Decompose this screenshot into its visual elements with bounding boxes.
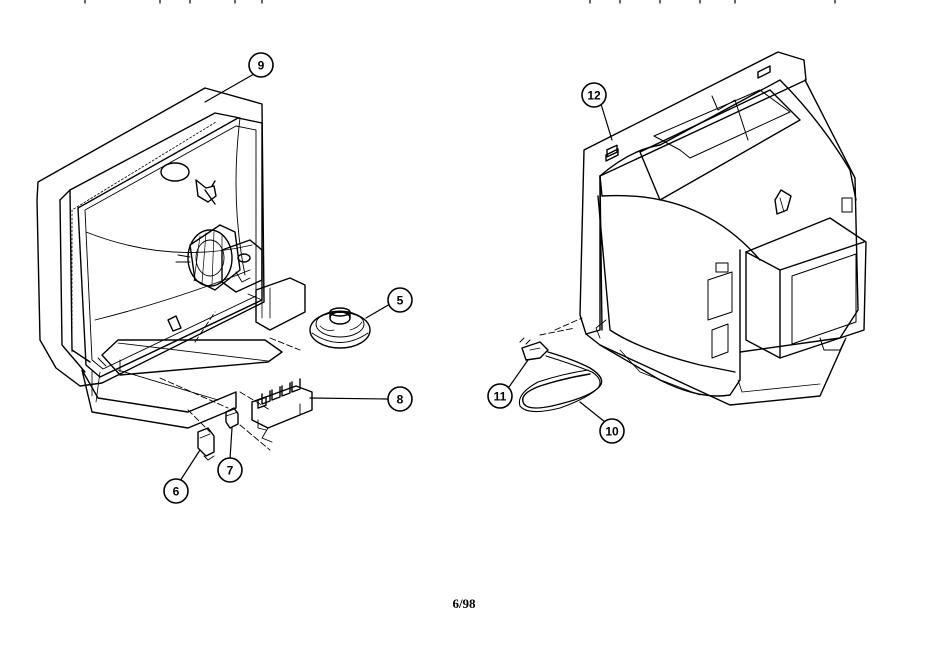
- front-cabinet: [37, 88, 305, 450]
- callout-10: 10: [600, 419, 624, 443]
- callout-label-8: 8: [397, 393, 404, 407]
- callout-5: 5: [388, 288, 412, 312]
- callout-label-5: 5: [397, 294, 404, 308]
- power-cord: [519, 338, 601, 412]
- callout-leaders: [180, 74, 612, 481]
- callout-label-7: 7: [227, 464, 234, 478]
- callout-label-9: 9: [258, 59, 265, 73]
- power-button-clip: [198, 428, 214, 460]
- back-cabinet: [540, 52, 866, 405]
- callout-label-11: 11: [494, 390, 507, 404]
- callout-8: 8: [388, 387, 412, 411]
- top-edge-fragments: [85, 0, 835, 3]
- callout-12: 12: [582, 83, 606, 107]
- callout-7: 7: [218, 458, 242, 482]
- callout-label-6: 6: [173, 485, 180, 499]
- callout-11: 11: [488, 384, 512, 408]
- callout-label-12: 12: [587, 89, 601, 103]
- control-button-assembly: [252, 379, 312, 442]
- speaker: [310, 308, 370, 348]
- callout-9: 9: [249, 53, 273, 77]
- callout-label-10: 10: [605, 425, 619, 439]
- small-knob: [226, 408, 238, 428]
- page-reference: 6/98: [452, 596, 476, 611]
- callout-6: 6: [164, 479, 188, 503]
